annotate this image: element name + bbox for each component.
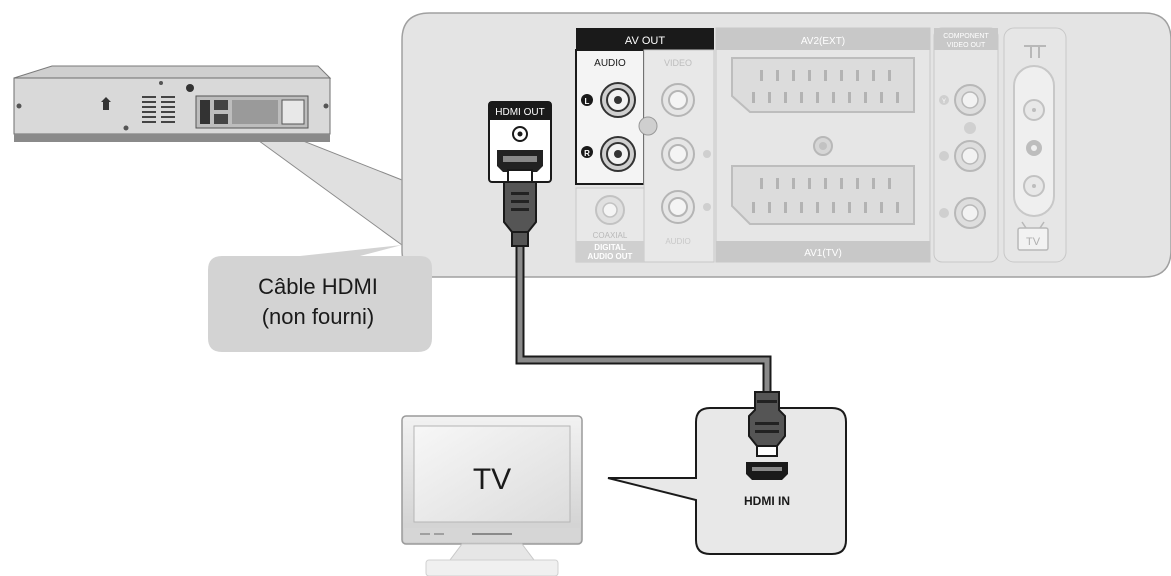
tv-set: TV [401, 415, 583, 576]
audio-label: AUDIO [594, 58, 626, 69]
cable-callout-line2: (non fourni) [262, 304, 375, 329]
hdmi-cable [503, 169, 772, 392]
recorder-device [13, 65, 332, 142]
antenna-icon [1024, 45, 1046, 58]
video-jacks [661, 83, 711, 224]
recorder-vent [142, 96, 175, 123]
scart-av2-port [731, 57, 915, 113]
audio-out-label: AUDIO OUT [588, 252, 633, 261]
hdmi-in-label: HDMI IN [744, 494, 790, 508]
component-label: COMPONENT [943, 33, 989, 40]
ground-screw [638, 116, 658, 136]
av-out-section: AV OUT AUDIO VIDEO L R [575, 28, 715, 263]
audio-right-jack [600, 136, 636, 172]
right-channel-badge [581, 146, 593, 158]
cable-callout: Câble HDMI (non fourni) [208, 245, 432, 352]
tv-hdmi-callout: HDMI IN [607, 391, 847, 555]
left-channel-letter: L [585, 97, 590, 106]
digital-label: DIGITAL [594, 243, 626, 252]
left-channel-badge [581, 94, 593, 106]
digital-audio-section: COAXIAL DIGITAL AUDIO OUT [575, 187, 645, 263]
av2-label: AV2(EXT) [801, 36, 845, 47]
audio-faded-label: AUDIO [665, 237, 690, 246]
scart-av1-port [731, 165, 915, 225]
coaxial-label: COAXIAL [593, 231, 628, 240]
av-out-label: AV OUT [625, 35, 665, 47]
av1-label: AV1(TV) [804, 248, 842, 259]
component-section: COMPONENT VIDEO OUT Y [933, 27, 999, 263]
cable-callout-line1: Câble HDMI [258, 274, 378, 299]
antenna-tv-label: TV [1026, 236, 1041, 248]
hdmi-out-label: HDMI OUT [495, 107, 544, 118]
fan-icon [101, 97, 111, 110]
video-label: VIDEO [664, 58, 692, 68]
component-y-label: Y [942, 99, 946, 105]
antenna-section: TV [1003, 27, 1067, 263]
video-out-label: VIDEO OUT [947, 42, 986, 49]
audio-left-jack [600, 82, 636, 118]
hdmi-in-port [746, 462, 788, 480]
tv-antenna-icon [1017, 227, 1049, 251]
tv-label: TV [473, 463, 511, 496]
right-channel-letter: R [584, 149, 590, 158]
scart-section: AV2(EXT) AV1(TV) [715, 27, 931, 263]
